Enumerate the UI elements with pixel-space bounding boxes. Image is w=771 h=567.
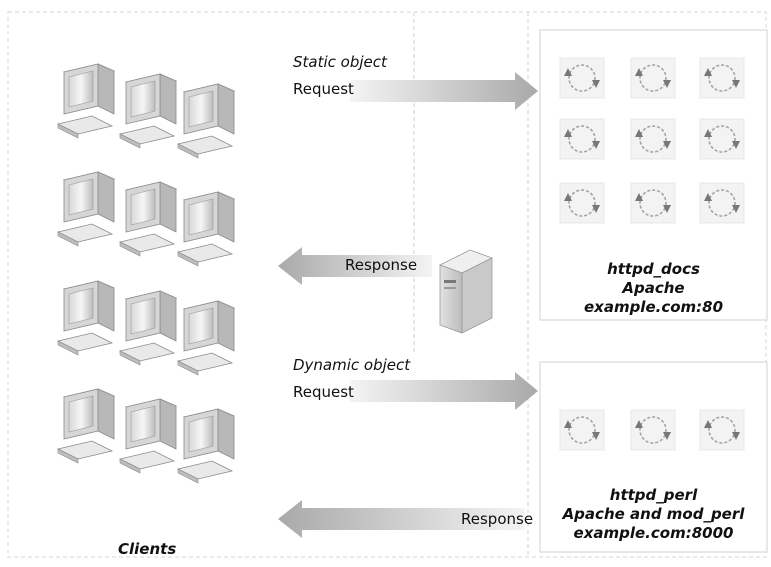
static-request-label: Request	[293, 80, 354, 98]
desktop-computer-icon	[56, 171, 116, 247]
response-label-bottom: Response	[461, 510, 534, 528]
client-grid	[56, 63, 236, 484]
circular-arrows-icon	[559, 118, 605, 160]
server-label-docs: httpd_docs Apache example.com:80	[540, 260, 767, 317]
dynamic-object-label: Dynamic object	[293, 356, 411, 374]
server-host: example.com:8000	[573, 524, 734, 542]
desktop-computer-icon	[176, 408, 236, 484]
request-arrow-static	[350, 72, 538, 110]
desktop-computer-icon	[176, 191, 236, 267]
desktop-computer-icon	[56, 63, 116, 139]
server-label-perl: httpd_perl Apache and mod_perl example.c…	[540, 486, 767, 543]
server-name: httpd_perl	[609, 486, 698, 504]
static-object-label: Static object	[293, 53, 387, 71]
circular-arrows-icon	[699, 57, 745, 99]
circular-arrows-icon	[630, 118, 676, 160]
circular-arrows-icon	[630, 182, 676, 224]
circular-arrows-icon	[630, 409, 676, 451]
circular-arrows-icon	[559, 57, 605, 99]
response-arrow-bottom	[278, 500, 525, 538]
circular-arrows-icon	[559, 409, 605, 451]
process-grid-docs	[559, 57, 745, 224]
desktop-computer-icon	[56, 280, 116, 356]
desktop-computer-icon	[118, 181, 178, 257]
circular-arrows-icon	[630, 57, 676, 99]
clients-label: Clients	[118, 540, 177, 558]
circular-arrows-icon	[699, 409, 745, 451]
desktop-computer-icon	[118, 290, 178, 366]
circular-arrows-icon	[699, 118, 745, 160]
server-software: Apache	[622, 279, 685, 297]
server-box-perl	[539, 361, 768, 553]
circular-arrows-icon	[559, 182, 605, 224]
response-arrow-top	[278, 247, 432, 285]
desktop-computer-icon	[56, 388, 116, 464]
process-grid-perl	[559, 409, 745, 451]
desktop-computer-icon	[176, 83, 236, 159]
dynamic-request-label: Request	[293, 383, 354, 401]
server-tower-icon	[438, 249, 494, 334]
circular-arrows-icon	[699, 182, 745, 224]
desktop-computer-icon	[118, 398, 178, 474]
desktop-computer-icon	[118, 73, 178, 149]
response-label-top: Response	[345, 256, 418, 274]
request-arrow-dynamic	[350, 372, 538, 410]
desktop-computer-icon	[176, 300, 236, 376]
server-name: httpd_docs	[607, 260, 700, 278]
server-host: example.com:80	[583, 298, 724, 316]
server-software: Apache and mod_perl	[562, 505, 745, 523]
